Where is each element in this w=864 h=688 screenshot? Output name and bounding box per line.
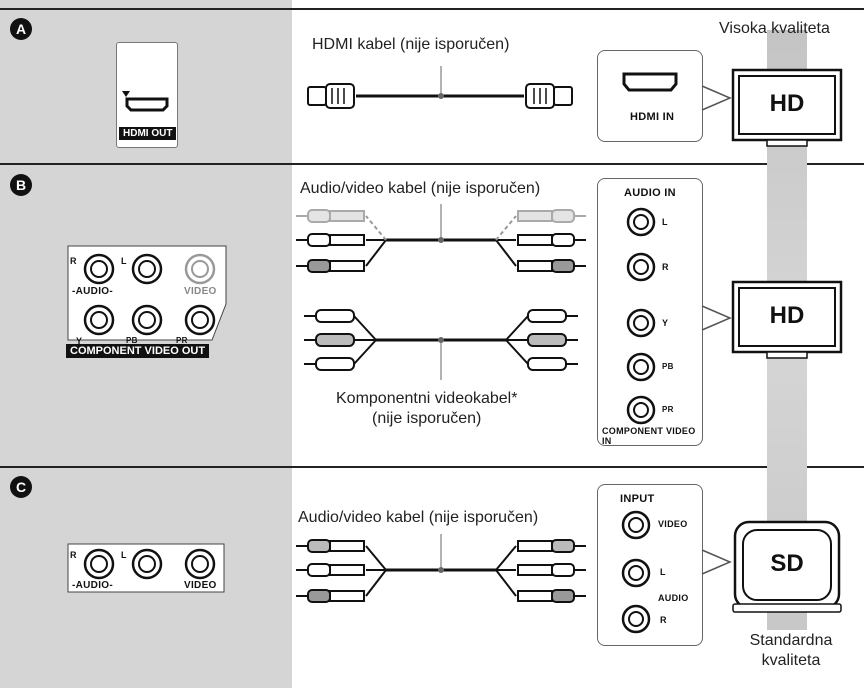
hdmi-in-label: HDMI IN [630,111,675,123]
player-jack-panel-b: R L -AUDIO- VIDEO Y PB PR COMPONENT VIDE… [66,244,228,360]
rca-jacks-icon [67,543,225,593]
high-quality-label: Visoka kvaliteta [719,20,830,37]
tv-jacks-icon [626,207,656,425]
tv-jack-label-y: Y [662,318,669,328]
component-cable [304,309,578,380]
jack-label-l: L [121,550,127,560]
hdmi-out-label: HDMI OUT [119,127,177,140]
jack-label-pr: PR [176,336,188,345]
tv-b: HD [731,280,843,360]
tv-c: SD [731,520,843,616]
crt-tv-icon [732,520,842,613]
component-plugs-left-icon [304,309,355,371]
section-a-letter: A [10,18,32,40]
video-jack-label: VIDEO [184,286,217,297]
hdmi-plug-left-icon [307,83,355,109]
tv-input-label-r: R [660,615,667,625]
component-video-out-label: COMPONENT VIDEO OUT [66,344,210,358]
tv-jack-label-pb: PB [662,362,674,371]
hdmi-in-panel: HDMI IN [597,50,703,142]
tv-a: HD [731,68,843,148]
rca-jacks-icon [67,245,227,341]
audio-group-label: -AUDIO- [72,580,113,591]
tv-input-label-audio: AUDIO [658,593,689,603]
jack-label-r: R [70,550,77,560]
tv-hd-label: HD [769,90,805,117]
rca-plugs-right-icon [517,209,586,273]
rca-plugs-left-icon [296,209,365,273]
audio-group-label: -AUDIO- [72,286,113,297]
tv-audio-in-panel: AUDIO IN L R Y PB PR COMPONENT VIDEO IN [597,178,703,446]
tv-jack-label-r: R [662,262,669,272]
tv-jacks-icon [621,510,651,634]
hdmi-socket-icon [622,72,678,92]
av-cable-c [296,534,586,603]
separator-bc [0,466,864,468]
rca-plugs-left-icon [296,539,365,603]
tv-hd-label: HD [769,302,805,329]
section-c-letter: C [10,476,32,498]
hdmi-out-port: HDMI OUT [116,42,178,148]
av-cable-caption-b: Audio/video kabel (nije isporučen) [300,180,541,197]
jack-label-y: Y [76,336,83,346]
separator-ab [0,163,864,165]
tv-icon [731,68,843,147]
tv-input-label-video: VIDEO [658,519,688,529]
tv-input-label-l: L [660,567,666,577]
standard-quality-label-1: Standardna [749,632,833,649]
component-cable-caption-1: Komponentni videokabel* [336,390,518,407]
tv-icon [731,280,843,359]
tv-sd-label: SD [770,550,804,577]
standard-quality-label-2: kvaliteta [761,652,821,669]
section-b-letter: B [10,174,32,196]
av-cable-b [296,204,586,273]
component-cable-caption-2: (nije isporučen) [372,410,482,427]
component-video-in-label: COMPONENT VIDEO IN [602,426,696,446]
hdmi-cable-caption: HDMI kabel (nije isporučen) [312,36,510,53]
video-jack-label: VIDEO [184,580,217,591]
hdmi-plug-right-icon [525,83,573,109]
rca-plugs-right-icon [517,539,586,603]
jack-label-r: R [70,256,77,266]
jack-label-pb: PB [126,336,138,345]
tv-jack-label-l: L [662,217,668,227]
jack-label-l: L [121,256,127,266]
top-border [0,8,864,10]
hdmi-cable [307,66,573,109]
tv-input-panel: INPUT VIDEO L AUDIO R [597,484,703,646]
tv-jack-label-pr: PR [662,405,674,414]
player-jack-panel-c: R L -AUDIO- VIDEO [66,542,228,596]
hdmi-socket-icon [122,91,169,112]
component-plugs-right-icon [527,309,578,371]
av-cable-caption-c: Audio/video kabel (nije isporučen) [298,509,539,526]
audio-in-title: AUDIO IN [624,187,676,199]
connection-arrows [701,85,732,575]
input-title: INPUT [620,493,655,505]
